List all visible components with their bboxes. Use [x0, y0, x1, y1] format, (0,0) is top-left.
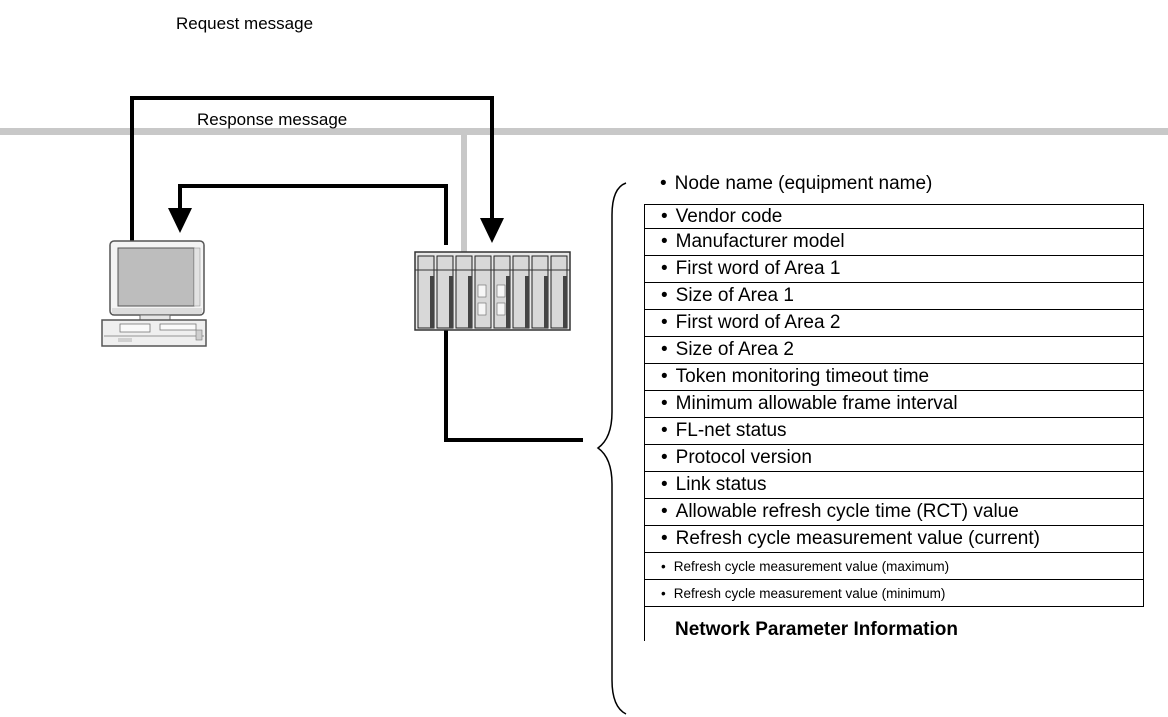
computer-icon	[101, 240, 207, 347]
request-path	[130, 96, 494, 241]
node-information-list: •Node name (equipment name)•Vendor code•…	[644, 173, 1144, 641]
info-item-label: Token monitoring timeout time	[675, 366, 930, 387]
bullet-icon: •	[661, 420, 668, 441]
info-row: • Node name (equipment name)	[644, 173, 1144, 204]
bullet-icon: •	[661, 474, 668, 495]
response-arrowhead	[168, 208, 192, 233]
bullet-icon: •	[661, 205, 668, 227]
info-item-label: Manufacturer model	[675, 231, 845, 252]
info-row: • Refresh cycle measurement value (minimu…	[644, 580, 1144, 607]
info-row: • Token monitoring timeout time	[644, 364, 1144, 391]
bullet-icon: •	[661, 285, 668, 306]
info-row: • Refresh cycle measurement value (curren…	[644, 526, 1144, 553]
info-row: • Refresh cycle measurement value (maximu…	[644, 553, 1144, 580]
bullet-icon: •	[661, 585, 666, 601]
bullet-icon: •	[661, 447, 668, 468]
info-row: • First word of Area 2	[644, 310, 1144, 337]
response-message-label: Response message	[197, 110, 348, 129]
info-row: • Allowable refresh cycle time (RCT) valu…	[644, 499, 1144, 526]
plc-drop-line	[461, 135, 467, 253]
plc-icon	[414, 251, 571, 331]
info-item-label: Minimum allowable frame interval	[675, 393, 958, 414]
info-row: • Vendor code	[644, 204, 1144, 229]
info-item-label: Refresh cycle measurement value (maximum…	[673, 558, 950, 574]
info-item-label: Refresh cycle measurement value (minimum…	[673, 585, 946, 601]
bullet-icon: •	[660, 173, 667, 194]
info-item-label: Size of Area 2	[675, 339, 794, 360]
info-row: • First word of Area 1	[644, 256, 1144, 283]
bullet-icon: •	[661, 339, 668, 360]
bullet-icon: •	[661, 231, 668, 252]
network-parameter-information-title: Network Parameter Information	[644, 607, 1144, 641]
request-message-label: Request message	[176, 14, 314, 33]
info-item-label: Protocol version	[675, 447, 812, 468]
bullet-icon: •	[661, 258, 668, 279]
info-item-label: First word of Area 2	[675, 312, 841, 333]
info-item-label: First word of Area 1	[675, 258, 841, 279]
info-item-label: Allowable refresh cycle time (RCT) value	[675, 501, 1019, 522]
bullet-icon: •	[661, 501, 668, 522]
bullet-icon: •	[661, 366, 668, 387]
info-item-label: FL-net status	[675, 420, 787, 441]
bullet-icon: •	[661, 558, 666, 574]
info-row: • Size of Area 1	[644, 283, 1144, 310]
info-row: • Protocol version	[644, 445, 1144, 472]
info-item-label: Link status	[675, 474, 767, 495]
network-bus	[0, 128, 1168, 135]
info-row: • FL-net status	[644, 418, 1144, 445]
bullet-icon: •	[661, 393, 668, 414]
info-item-label: Refresh cycle measurement value (current…	[675, 528, 1040, 549]
info-item-label: Node name (equipment name)	[674, 173, 933, 194]
info-row: • Minimum allowable frame interval	[644, 391, 1144, 418]
info-row: • Manufacturer model	[644, 229, 1144, 256]
info-item-label: Vendor code	[675, 205, 783, 227]
response-path	[178, 184, 448, 245]
request-arrowhead	[480, 218, 504, 243]
curly-brace	[596, 182, 627, 715]
info-item-label: Size of Area 1	[675, 285, 794, 306]
info-row: • Link status	[644, 472, 1144, 499]
bullet-icon: •	[661, 528, 668, 549]
info-row: • Size of Area 2	[644, 337, 1144, 364]
bullet-icon: •	[661, 312, 668, 333]
plc-to-info-connector	[444, 330, 583, 442]
